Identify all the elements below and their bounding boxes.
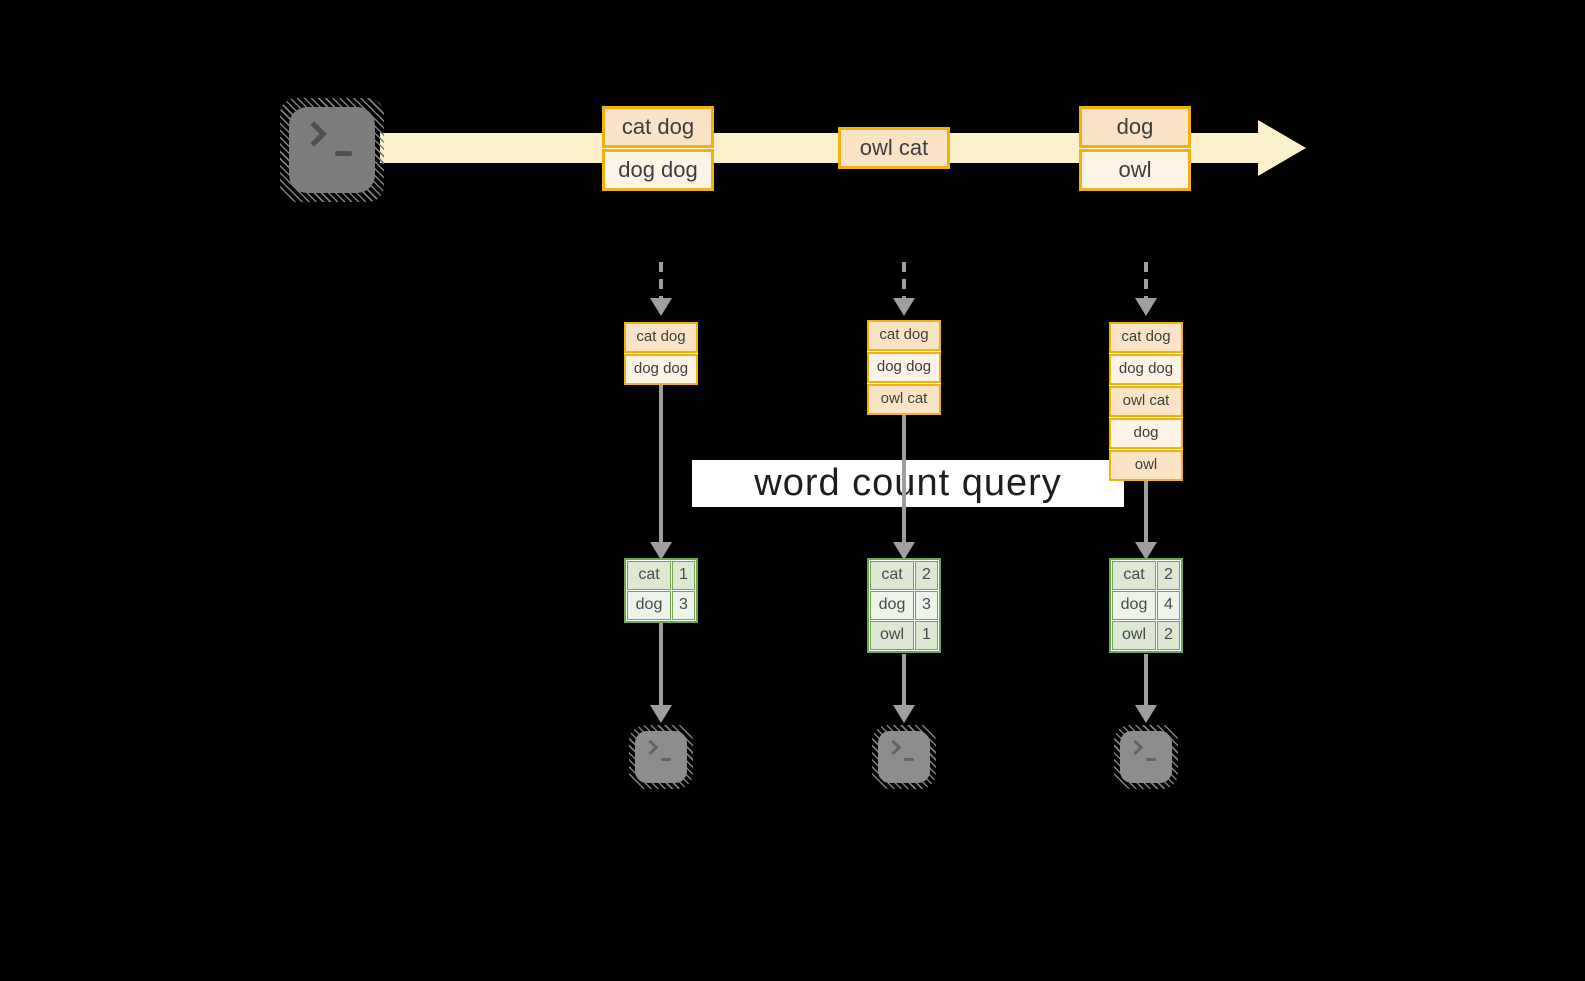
query-label: word count query: [754, 462, 1062, 504]
count-cell: 2: [915, 561, 938, 590]
count-cell: 1: [672, 561, 695, 590]
stream-event-text: cat dog: [602, 106, 714, 148]
arrow-head: [1135, 298, 1157, 316]
event-arrival-arrow-line: [902, 262, 906, 300]
word-count-table: cat 1 dog 3: [624, 558, 698, 623]
word-count-row: cat 2: [1112, 561, 1180, 590]
arrow-head: [1135, 705, 1157, 723]
word-cell: owl: [870, 621, 914, 650]
word-count-row: owl 2: [1112, 621, 1180, 650]
received-event-text: dog dog: [624, 354, 698, 385]
prompt-underscore-icon: [661, 758, 671, 761]
dataflow-line: [902, 654, 906, 707]
arrow-head: [650, 542, 672, 560]
count-cell: 2: [1157, 561, 1180, 590]
word-cell: cat: [870, 561, 914, 590]
prompt-chevron-icon: [642, 739, 659, 756]
stream-event-text: owl cat: [838, 127, 950, 169]
prompt-underscore-icon: [904, 758, 914, 761]
arrow-head: [893, 298, 915, 316]
word-count-row: cat 2: [870, 561, 938, 590]
stream-event-text: dog dog: [602, 149, 714, 191]
stream-arrow-head: [1258, 120, 1306, 176]
dataflow-line: [902, 415, 906, 542]
stream-event-box: dog owl: [1079, 106, 1191, 191]
word-cell: cat: [1112, 561, 1156, 590]
received-event-text: owl: [1109, 450, 1183, 481]
arrow-head: [893, 705, 915, 723]
word-cell: dog: [627, 591, 671, 620]
arrow-head: [1135, 542, 1157, 560]
count-cell: 3: [915, 591, 938, 620]
word-count-row: cat 1: [627, 561, 695, 590]
terminal-body: [1120, 731, 1172, 783]
terminal-sink-icon: [1114, 725, 1178, 789]
received-event-text: cat dog: [624, 322, 698, 353]
received-event-text: cat dog: [1109, 322, 1183, 353]
count-cell: 2: [1157, 621, 1180, 650]
arrow-head: [893, 542, 915, 560]
word-count-table: cat 2 dog 4 owl 2: [1109, 558, 1183, 653]
word-cell: dog: [1112, 591, 1156, 620]
word-count-row: dog 3: [627, 591, 695, 620]
count-cell: 4: [1157, 591, 1180, 620]
word-cell: dog: [870, 591, 914, 620]
received-events-box: cat dog dog dog: [624, 322, 698, 385]
prompt-chevron-icon: [885, 739, 902, 756]
dataflow-line: [1144, 654, 1148, 707]
query-label-band: word count query: [692, 460, 1124, 507]
prompt-underscore-icon: [1146, 758, 1156, 761]
event-arrival-arrow-line: [659, 262, 663, 300]
terminal-sink-icon: [872, 725, 936, 789]
word-cell: owl: [1112, 621, 1156, 650]
word-count-row: dog 3: [870, 591, 938, 620]
terminal-sink-icon: [629, 725, 693, 789]
arrow-head: [650, 705, 672, 723]
count-cell: 1: [915, 621, 938, 650]
stream-event-text: owl: [1079, 149, 1191, 191]
prompt-underscore-icon: [335, 151, 352, 156]
event-arrival-arrow-line: [1144, 262, 1148, 300]
arrow-head: [650, 298, 672, 316]
dataflow-line: [659, 385, 663, 542]
received-event-text: dog: [1109, 418, 1183, 449]
prompt-chevron-icon: [301, 121, 327, 147]
stream-event-box: cat dog dog dog: [602, 106, 714, 191]
word-count-row: dog 4: [1112, 591, 1180, 620]
received-event-text: cat dog: [867, 320, 941, 351]
stream-event-box: owl cat: [838, 127, 950, 169]
prompt-chevron-icon: [1127, 739, 1144, 756]
received-event-text: owl cat: [1109, 386, 1183, 417]
stream-event-text: dog: [1079, 106, 1191, 148]
word-count-row: owl 1: [870, 621, 938, 650]
count-cell: 3: [672, 591, 695, 620]
received-events-box: cat dog dog dog owl cat dog owl: [1109, 322, 1183, 481]
received-event-text: dog dog: [1109, 354, 1183, 385]
received-events-box: cat dog dog dog owl cat: [867, 320, 941, 415]
dataflow-line: [659, 623, 663, 707]
terminal-body: [289, 107, 375, 193]
terminal-source-icon: [280, 98, 384, 202]
terminal-body: [878, 731, 930, 783]
dataflow-line: [1144, 481, 1148, 542]
received-event-text: dog dog: [867, 352, 941, 383]
received-event-text: owl cat: [867, 384, 941, 415]
terminal-body: [635, 731, 687, 783]
word-cell: cat: [627, 561, 671, 590]
word-count-table: cat 2 dog 3 owl 1: [867, 558, 941, 653]
